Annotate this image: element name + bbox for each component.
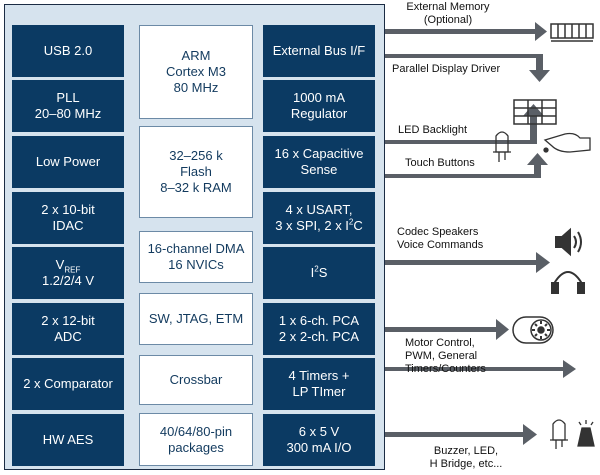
block-usart-spi-i2c: 4 x USART, 3 x SPI, 2 x I2C (263, 192, 375, 244)
speaker-headphones-icon (551, 227, 585, 294)
block-hw-aes: HW AES (12, 414, 124, 466)
block-arm-core: ARM Cortex M3 80 MHz (139, 25, 253, 119)
arrow-external-memory (385, 22, 547, 41)
block-vref: VREF 1.2/2/4 V (12, 247, 124, 299)
arrow-motor (385, 319, 509, 340)
block-idac: 2 x 10-bit IDAC (12, 192, 124, 244)
label-buzzer-led: Buzzer, LED, H Bridge, etc... (429, 445, 503, 470)
touch-hand-icon (543, 132, 591, 153)
block-i2s: I2S (263, 247, 375, 299)
block-usb-label: USB 2.0 (43, 43, 93, 58)
block-comparator: 2 x Comparator (12, 358, 124, 410)
arrow-audio (385, 252, 550, 273)
chip-diagram: USB 2.0 PLL 20–80 MHz Low Power 2 x 10-b… (4, 4, 385, 470)
block-pll-label: PLL 20–80 MHz (34, 90, 102, 121)
block-timers-label: 4 Timers + LP TImer (288, 368, 350, 399)
block-regulator-label: 1000 mA Regulator (290, 90, 348, 121)
block-io-label: 6 x 5 V 300 mA I/O (286, 424, 352, 455)
block-debug: SW, JTAG, ETM (139, 293, 253, 345)
block-adc-label: 2 x 12-bit ADC (41, 313, 95, 344)
block-pca-label: 1 x 6-ch. PCA 2 x 2-ch. PCA (278, 313, 360, 344)
arrow-parallel-display (385, 54, 550, 82)
block-packages-label: 40/64/80-pin packages (159, 423, 233, 455)
block-crossbar: Crossbar (139, 355, 253, 405)
label-led-backlight: LED Backlight (398, 124, 468, 136)
led-icon (493, 131, 511, 162)
arrow-timers (385, 360, 576, 378)
lcd-grid-icon (513, 99, 557, 125)
block-vref-sub: REF (64, 265, 81, 275)
block-crossbar-label: Crossbar (169, 372, 223, 387)
block-usart-label: 4 x USART, 3 x SPI, 2 x I (275, 202, 353, 233)
block-memory: 32–256 k Flash 8–32 k RAM (139, 126, 253, 218)
block-regulator: 1000 mA Regulator (263, 80, 375, 132)
label-parallel-display: Parallel Display Driver (392, 63, 501, 75)
block-pll: PLL 20–80 MHz (12, 80, 124, 132)
block-i2s-s: S (318, 265, 328, 280)
block-memory-label: 32–256 k Flash 8–32 k RAM (160, 148, 232, 195)
block-hw-aes-label: HW AES (42, 432, 94, 447)
block-arm-core-label: ARM Cortex M3 80 MHz (166, 48, 226, 95)
block-low-power-label: Low Power (35, 154, 101, 169)
led-buzzer-icon (550, 419, 595, 449)
block-external-bus-label: External Bus I/F (272, 43, 366, 58)
block-external-bus: External Bus I/F (263, 25, 375, 77)
block-capacitive-sense: 16 x Capacitive Sense (263, 136, 375, 188)
block-capacitive-sense-label: 16 x Capacitive Sense (274, 146, 364, 177)
block-i2c-c: C (353, 218, 363, 233)
block-dma: 16-channel DMA 16 NVICs (139, 231, 253, 283)
label-motor-timers: Motor Control, PWM, General Timers/Count… (405, 337, 486, 375)
block-timers: 4 Timers + LP TImer (263, 358, 375, 410)
memory-module-icon (550, 23, 594, 42)
block-i2c-sup: 2 (348, 217, 354, 227)
block-io: 6 x 5 V 300 mA I/O (263, 414, 375, 466)
block-debug-label: SW, JTAG, ETM (148, 311, 244, 326)
block-adc: 2 x 12-bit ADC (12, 303, 124, 355)
block-low-power: Low Power (12, 136, 124, 188)
block-packages: 40/64/80-pin packages (139, 413, 253, 466)
block-vref-v: V (55, 257, 65, 272)
block-comparator-label: 2 x Comparator (23, 376, 113, 391)
block-i2s-sup: 2 (314, 264, 319, 274)
arrow-touch-buttons (385, 153, 548, 178)
block-dma-label: 16-channel DMA 16 NVICs (147, 241, 245, 272)
block-i2s-i: I (310, 265, 315, 280)
label-touch-buttons: Touch Buttons (405, 157, 475, 169)
label-external-memory: External Memory (Optional) (406, 1, 490, 26)
motor-icon (512, 316, 554, 344)
block-vref-values: 1.2/2/4 V (41, 273, 95, 288)
block-usb: USB 2.0 (12, 25, 124, 77)
block-idac-label: 2 x 10-bit IDAC (41, 202, 95, 233)
block-pca: 1 x 6-ch. PCA 2 x 2-ch. PCA (263, 303, 375, 355)
label-audio: Codec Speakers Voice Commands (397, 226, 484, 251)
arrow-buzzer-led (385, 424, 537, 445)
